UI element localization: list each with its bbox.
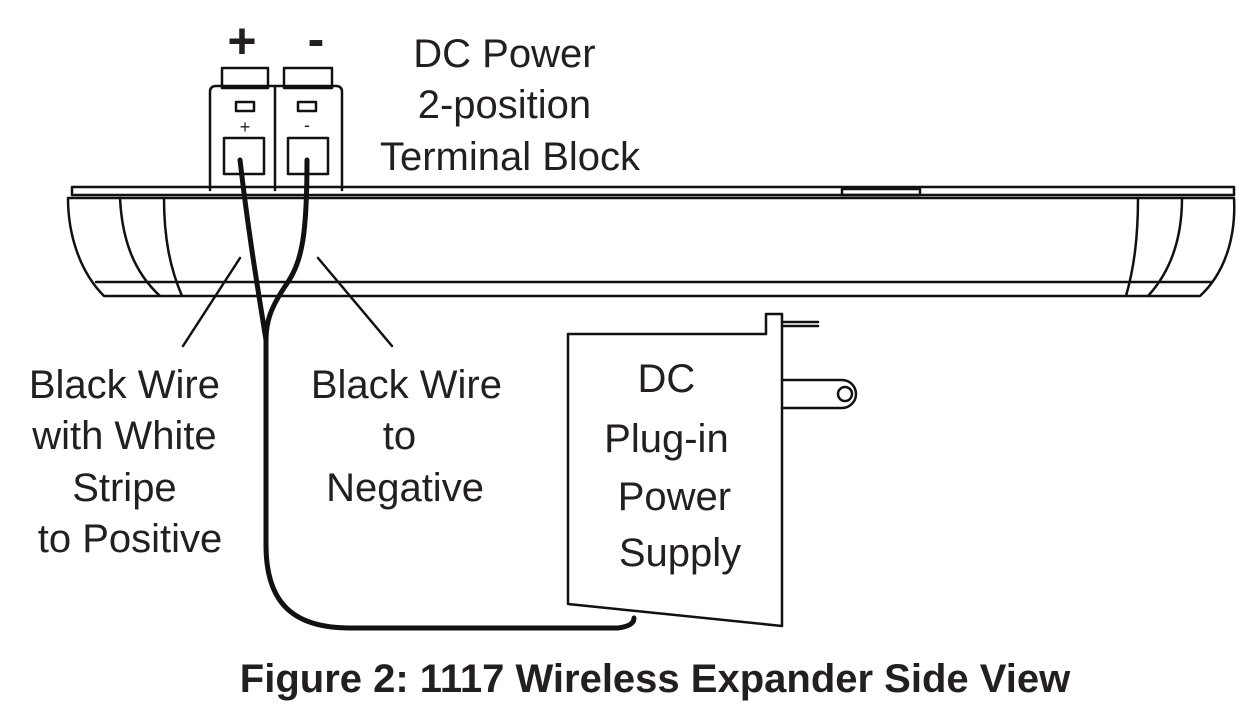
terminal-block-label: DC Power 2-position Terminal Block	[380, 32, 641, 179]
terminal-mark-negative: -	[304, 115, 310, 135]
power-supply-label-line-3: Power	[618, 475, 731, 519]
terminal-screw-positive	[220, 66, 270, 90]
power-supply-label-line-4: Supply	[619, 531, 741, 575]
negative-wire-leader	[316, 256, 394, 348]
housing-top-notch	[840, 187, 922, 197]
power-supply-label: DC Plug-in Power Supply	[604, 357, 742, 575]
positive-wire	[237, 157, 637, 631]
positive-wire-label-line-4: to Positive	[38, 517, 223, 561]
terminal-block-label-line-3: Terminal Block	[380, 135, 641, 179]
positive-wire-label-line-2: with White	[31, 414, 217, 458]
power-supply-prong	[780, 378, 858, 410]
power-supply-label-line-2: Plug-in	[604, 417, 729, 461]
housing-left-curve-1	[118, 196, 162, 298]
housing-left-curve-2	[162, 196, 184, 298]
positive-wire-label-line-3: Stripe	[72, 466, 177, 510]
terminal-mark-positive: +	[240, 117, 251, 137]
terminal-screw-negative	[282, 66, 334, 90]
housing-top-rim	[70, 185, 1236, 197]
negative-wire	[263, 157, 310, 343]
negative-symbol: -	[308, 11, 325, 67]
negative-wire-label: Black Wire to Negative	[311, 363, 513, 510]
positive-wire-label: Black Wire with White Stripe to Positive	[29, 363, 231, 561]
positive-wire-leader	[181, 256, 242, 348]
terminal-block-label-line-2: 2-position	[418, 83, 591, 127]
housing-right-curve-1	[1124, 196, 1140, 298]
expander-housing	[66, 185, 1236, 298]
terminal-slot-negative	[296, 100, 318, 113]
terminal-slot-positive	[234, 100, 256, 113]
housing-right-curve-2	[1146, 196, 1184, 298]
housing-body	[66, 196, 1236, 298]
terminal-block-label-line-1: DC Power	[413, 32, 595, 76]
power-supply-body	[566, 312, 784, 628]
terminal-port-positive	[222, 136, 266, 176]
power-supply-prong-hole	[836, 385, 854, 403]
power-supply-label-line-1: DC	[638, 357, 696, 401]
negative-wire-label-line-2: to	[383, 414, 416, 458]
power-supply	[566, 312, 858, 628]
negative-wire-label-line-3: Negative	[326, 466, 484, 510]
figure-caption: Figure 2: 1117 Wireless Expander Side Vi…	[240, 657, 1071, 701]
positive-symbol: +	[227, 13, 256, 69]
positive-wire-label-line-1: Black Wire	[29, 363, 220, 407]
negative-wire-label-line-1: Black Wire	[311, 363, 502, 407]
terminal-block: + -	[208, 66, 344, 192]
